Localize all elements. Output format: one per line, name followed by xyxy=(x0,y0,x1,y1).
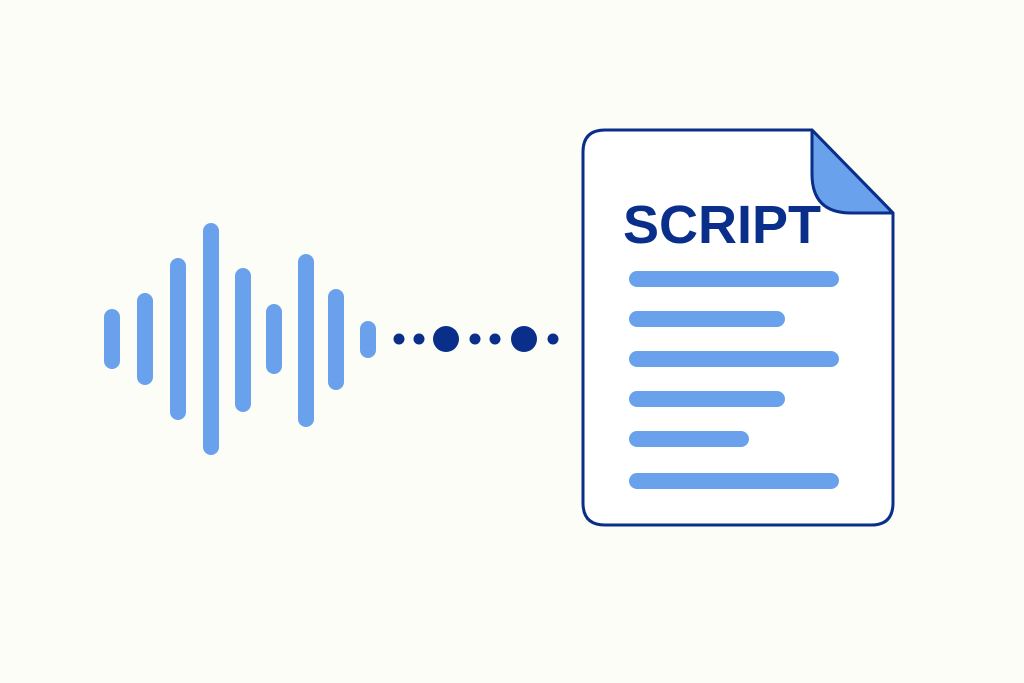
document-page xyxy=(581,128,895,527)
document-title: SCRIPT xyxy=(623,195,821,255)
connector-dot-small xyxy=(489,333,501,345)
document-fold-corner xyxy=(810,128,895,215)
dotted-connector xyxy=(393,326,559,352)
document-text-lines xyxy=(629,271,839,489)
connector-dot-small xyxy=(547,333,559,345)
connector-dot-large xyxy=(433,326,459,352)
script-document-icon: SCRIPT xyxy=(581,128,895,527)
connector-dot-large xyxy=(511,326,537,352)
connector-dot-small xyxy=(469,333,481,345)
sound-wave-icon xyxy=(104,223,376,455)
connector-dot-small xyxy=(393,333,405,345)
connector-dot-small xyxy=(413,333,425,345)
